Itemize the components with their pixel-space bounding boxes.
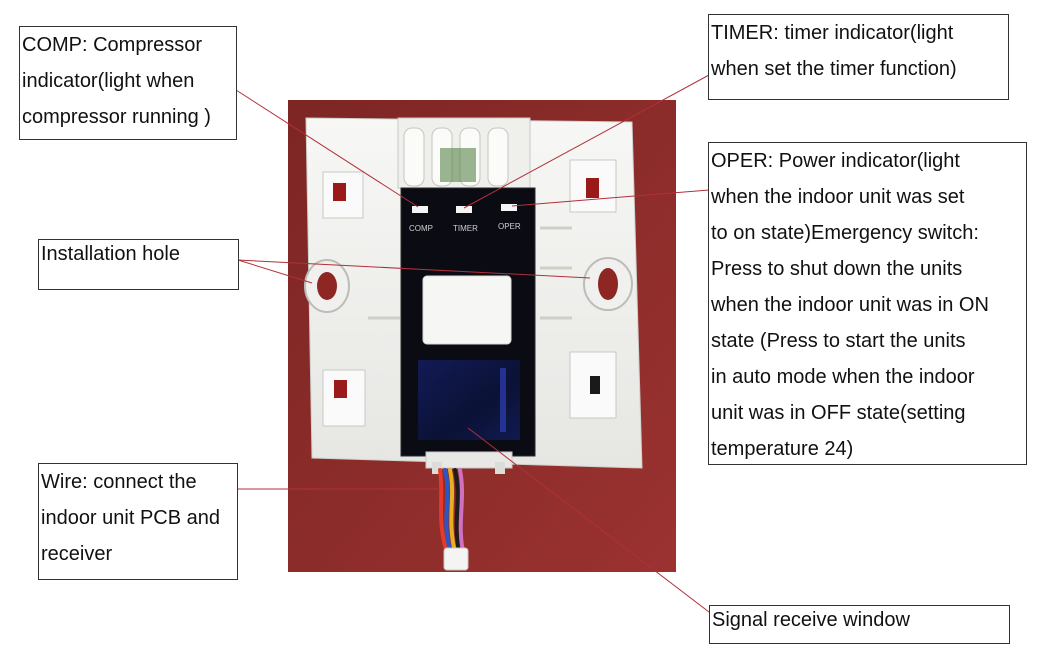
emergency-switch-button	[422, 275, 512, 345]
corner-clip-top-right	[569, 159, 617, 213]
installation-hole-left	[304, 259, 350, 313]
corner-clip-top-left	[322, 171, 364, 219]
callout-installation-hole: Installation hole	[38, 239, 239, 290]
panel-label-comp: COMP	[409, 224, 433, 233]
callout-oper: OPER: Power indicator(light when the ind…	[708, 142, 1027, 465]
corner-clip-bottom-left	[322, 369, 366, 427]
wire-plug	[443, 547, 469, 571]
timer-led	[456, 206, 472, 213]
receive-window-highlight	[500, 368, 506, 432]
comp-led	[412, 206, 428, 213]
corner-clip-bottom-right	[569, 351, 617, 419]
installation-hole-right	[583, 257, 633, 311]
callout-signal-window: Signal receive window	[709, 605, 1010, 644]
callout-wire: Wire: connect the indoor unit PCB and re…	[38, 463, 238, 580]
callout-timer: TIMER: timer indicator(light when set th…	[708, 14, 1009, 100]
panel-label-timer: TIMER	[453, 224, 478, 233]
wire-bundle	[438, 468, 466, 558]
oper-led	[501, 204, 517, 211]
callout-comp: COMP: Compressor indicator(light when co…	[19, 26, 237, 140]
panel-label-oper: OPER	[498, 222, 521, 231]
led-housing-fins	[397, 117, 531, 189]
